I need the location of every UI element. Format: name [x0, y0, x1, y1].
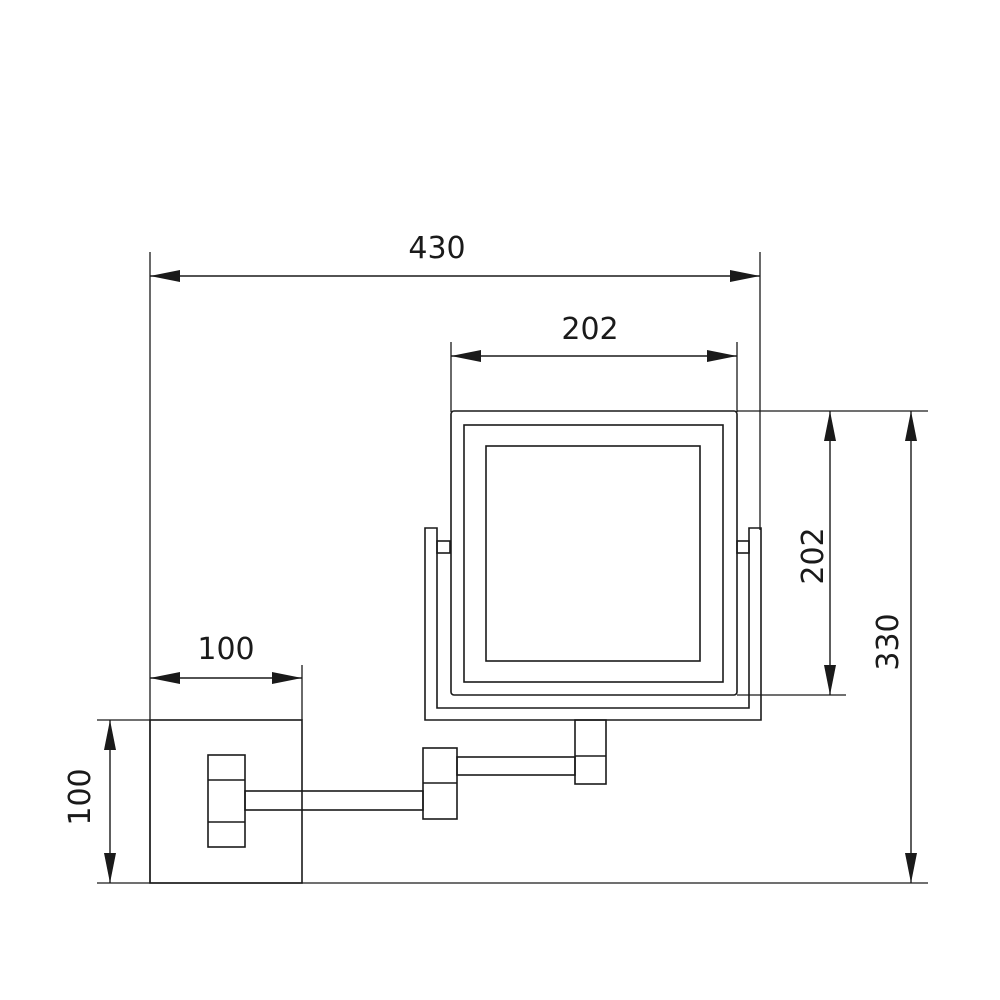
mirror-outer-frame [450, 410, 738, 696]
upper-arm [456, 756, 576, 776]
pivot-pin-right [736, 540, 750, 554]
label-overall-height: 330 [871, 613, 906, 670]
label-mirror-height: 202 [796, 527, 831, 584]
wall-plate [149, 719, 303, 884]
wall-plate-outline [149, 719, 303, 884]
mirror-hinge [574, 719, 607, 785]
dimension-lines [104, 270, 917, 883]
label-overall-width: 430 [408, 231, 465, 266]
mirror-glass [485, 445, 701, 662]
mirror [424, 410, 762, 721]
mirror-support-frame [424, 527, 762, 721]
label-plate-width: 100 [197, 632, 254, 667]
label-mirror-width: 202 [561, 312, 618, 347]
mirror-inner-frame [463, 424, 724, 683]
wall-hinge [207, 754, 246, 848]
pivot-pin-left [436, 540, 451, 554]
dimension-labels: 430 202 100 202 330 100 [63, 231, 906, 826]
swing-arm [207, 719, 607, 848]
lower-arm [244, 790, 424, 811]
label-plate-height: 100 [63, 768, 98, 825]
